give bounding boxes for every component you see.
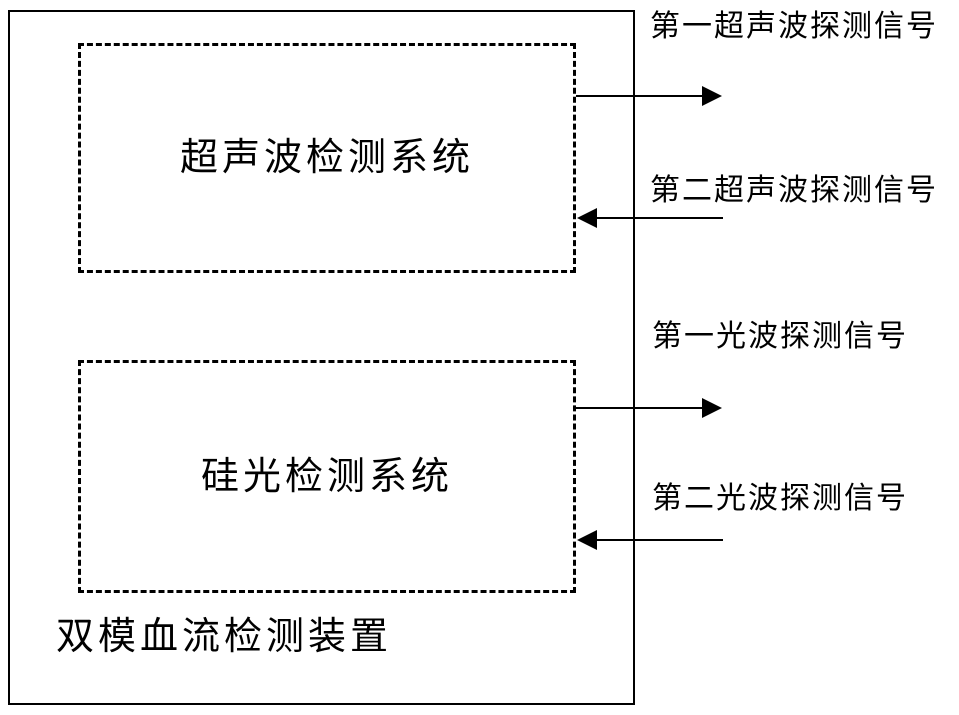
subsystem-box-ultrasound: 超声波检测系统: [78, 43, 576, 273]
subsystem-box-silicon: 硅光检测系统: [78, 360, 576, 593]
subsystem-label-silicon: 硅光检测系统: [200, 455, 453, 498]
signal-label-second-ultrasonic: 第二超声波探测信号: [650, 174, 938, 207]
device-outline-box: [8, 10, 635, 705]
signal-label-second-optical: 第二光波探测信号: [652, 482, 908, 515]
signal-label-first-optical: 第一光波探测信号: [652, 320, 908, 353]
device-caption-label: 双模血流检测装置: [56, 616, 393, 658]
signal-label-first-ultrasonic: 第一超声波探测信号: [650, 10, 938, 43]
subsystem-label-ultrasound: 超声波检测系统: [179, 137, 474, 179]
